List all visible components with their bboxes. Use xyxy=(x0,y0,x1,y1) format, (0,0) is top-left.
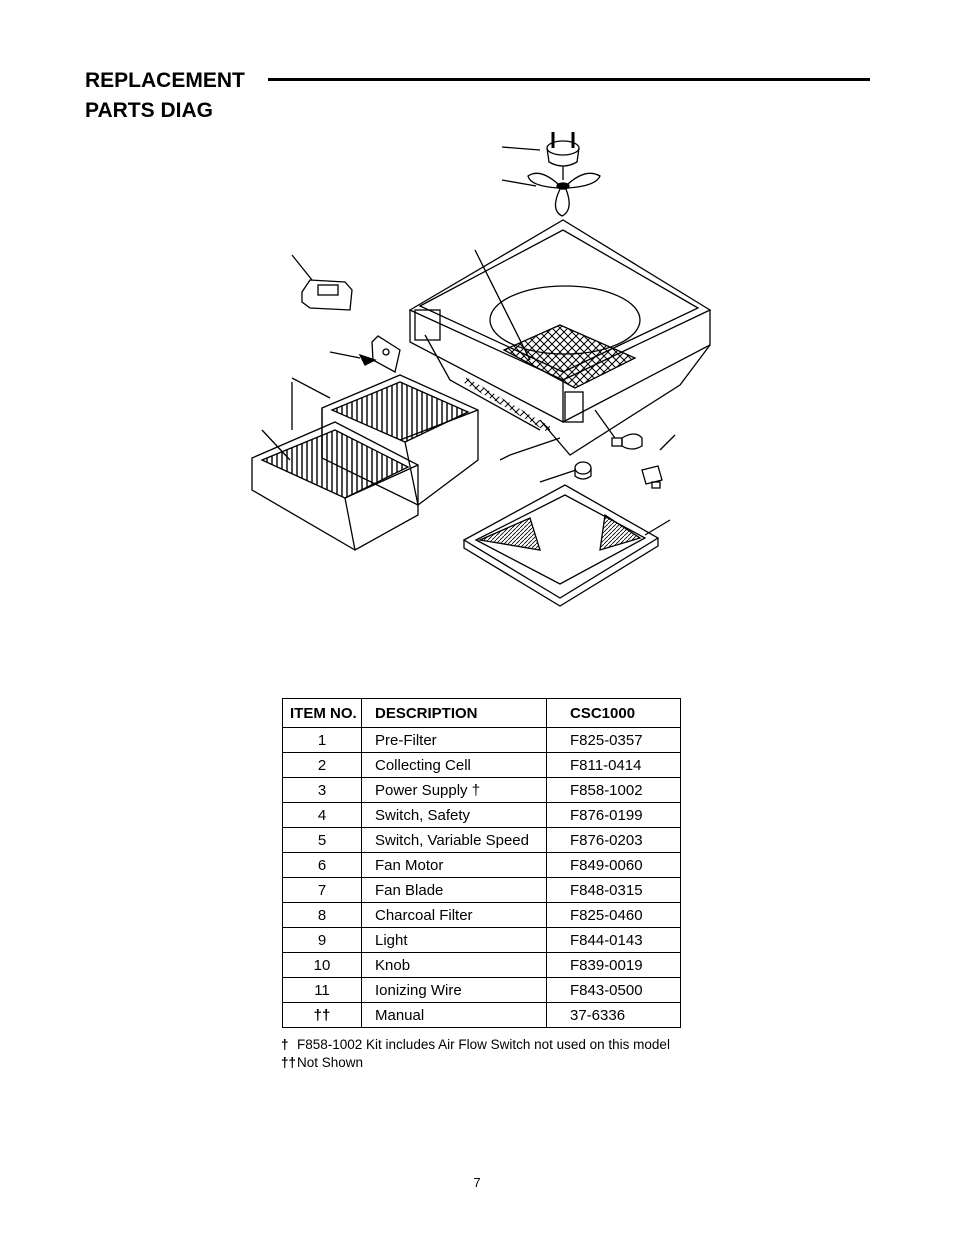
item-number: 8 xyxy=(282,902,362,928)
page-title: REPLACEMENT PARTS DIAG xyxy=(85,66,245,126)
part-number: F858-1002 xyxy=(546,777,681,803)
item-description: Switch, Variable Speed xyxy=(361,827,547,853)
knob xyxy=(574,461,592,480)
item-description: Power Supply † xyxy=(361,777,547,803)
item-number: 2 xyxy=(282,752,362,778)
fan-motor xyxy=(546,132,580,180)
part-number: F825-0460 xyxy=(546,902,681,928)
footnote-text: F858-1002 Kit includes Air Flow Switch n… xyxy=(297,1037,670,1052)
page-number: 7 xyxy=(473,1175,481,1190)
footnotes: † F858-1002 Kit includes Air Flow Switch … xyxy=(281,1036,670,1072)
table-row: 3 Power Supply † F858-1002 xyxy=(282,777,681,803)
part-number: F876-0203 xyxy=(546,827,681,853)
table-row: 5 Switch, Variable Speed F876-0203 xyxy=(282,827,681,853)
fan-blade xyxy=(527,172,601,217)
item-description: Ionizing Wire xyxy=(361,977,547,1003)
table-row: 6 Fan Motor F849-0060 xyxy=(282,852,681,878)
light xyxy=(641,465,663,489)
footnote-mark: †† xyxy=(281,1055,297,1070)
exploded-parts-diagram xyxy=(251,132,712,607)
item-description: Knob xyxy=(361,952,547,978)
part-number: 37-6336 xyxy=(546,1002,681,1028)
title-line-2: PARTS DIAG xyxy=(85,99,213,122)
table-row: 10 Knob F839-0019 xyxy=(282,952,681,978)
part-number: F825-0357 xyxy=(546,727,681,753)
table-header-row: ITEM NO. DESCRIPTION CSC1000 xyxy=(282,698,681,728)
table-row: 11 Ionizing Wire F843-0500 xyxy=(282,977,681,1003)
header-description: DESCRIPTION xyxy=(361,698,547,728)
housing xyxy=(408,219,712,461)
table-row: †† Manual 37-6336 xyxy=(282,1002,681,1028)
item-number: 6 xyxy=(282,852,362,878)
item-description: Manual xyxy=(361,1002,547,1028)
item-description: Pre-Filter xyxy=(361,727,547,753)
part-number: F811-0414 xyxy=(546,752,681,778)
table-row: 4 Switch, Safety F876-0199 xyxy=(282,802,681,828)
power-supply xyxy=(301,279,353,311)
item-description: Fan Motor xyxy=(361,852,547,878)
footnote-text: Not Shown xyxy=(297,1055,364,1070)
header-model: CSC1000 xyxy=(546,698,681,728)
part-number: F844-0143 xyxy=(546,927,681,953)
table-row: 2 Collecting Cell F811-0414 xyxy=(282,752,681,778)
item-number: 5 xyxy=(282,827,362,853)
title-line-1: REPLACEMENT xyxy=(85,69,245,92)
item-number: 4 xyxy=(282,802,362,828)
item-number: 11 xyxy=(282,977,362,1003)
part-number: F839-0019 xyxy=(546,952,681,978)
item-number: †† xyxy=(282,1002,362,1028)
item-number: 7 xyxy=(282,877,362,903)
footnote: † F858-1002 Kit includes Air Flow Switch … xyxy=(281,1036,670,1054)
table-row: 8 Charcoal Filter F825-0460 xyxy=(282,902,681,928)
table-row: 9 Light F844-0143 xyxy=(282,927,681,953)
footnote: ††Not Shown xyxy=(281,1054,670,1072)
item-number: 9 xyxy=(282,927,362,953)
item-description: Light xyxy=(361,927,547,953)
charcoal-filter xyxy=(462,484,660,607)
parts-table: ITEM NO. DESCRIPTION CSC1000 1 Pre-Filte… xyxy=(282,698,681,1028)
collecting-cell xyxy=(251,421,419,551)
part-number: F848-0315 xyxy=(546,877,681,903)
header-item-no: ITEM NO. xyxy=(282,698,362,728)
item-description: Charcoal Filter xyxy=(361,902,547,928)
item-number: 3 xyxy=(282,777,362,803)
table-row: 7 Fan Blade F848-0315 xyxy=(282,877,681,903)
footnote-mark: † xyxy=(281,1037,289,1052)
part-number: F843-0500 xyxy=(546,977,681,1003)
item-number: 10 xyxy=(282,952,362,978)
part-number: F849-0060 xyxy=(546,852,681,878)
table-row: 1 Pre-Filter F825-0357 xyxy=(282,727,681,753)
variable-speed-switch xyxy=(611,433,643,450)
item-description: Fan Blade xyxy=(361,877,547,903)
item-number: 1 xyxy=(282,727,362,753)
title-rule xyxy=(268,78,870,81)
part-number: F876-0199 xyxy=(546,802,681,828)
item-description: Collecting Cell xyxy=(361,752,547,778)
safety-switch xyxy=(358,335,401,373)
item-description: Switch, Safety xyxy=(361,802,547,828)
